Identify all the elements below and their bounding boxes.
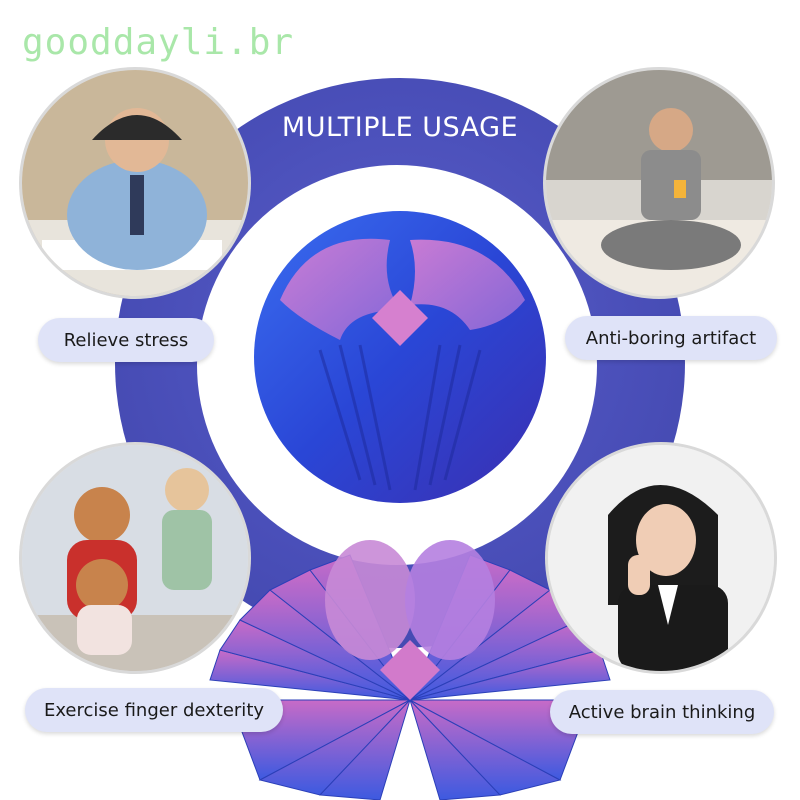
- photo-thinking: [548, 445, 774, 671]
- ball-gear-left: [280, 238, 400, 340]
- usage-label-relieve-stress: Relieve stress: [38, 318, 214, 362]
- usage-label-anti-boring: Anti-boring artifact: [565, 316, 777, 360]
- usage-label-brain-thinking: Active brain thinking: [550, 690, 774, 734]
- fan-diamond: [380, 640, 440, 700]
- ball-body: [254, 211, 546, 503]
- photo-family: [22, 445, 248, 671]
- fan-gear-right: [405, 540, 495, 660]
- ball-ridges: [318, 344, 482, 491]
- ball-gear-right: [410, 239, 525, 330]
- page-title: MULTIPLE USAGE: [281, 112, 519, 143]
- fan-base: [209, 554, 611, 800]
- ball-diamond: [372, 290, 428, 346]
- watermark: gooddayli.br: [22, 22, 295, 63]
- photo-bored: [546, 70, 772, 296]
- gear-ball-image: [209, 211, 611, 800]
- photo-stress: [22, 70, 248, 296]
- usage-label-finger-dexterity: Exercise finger dexterity: [25, 688, 283, 732]
- fan-gear-left: [325, 540, 415, 660]
